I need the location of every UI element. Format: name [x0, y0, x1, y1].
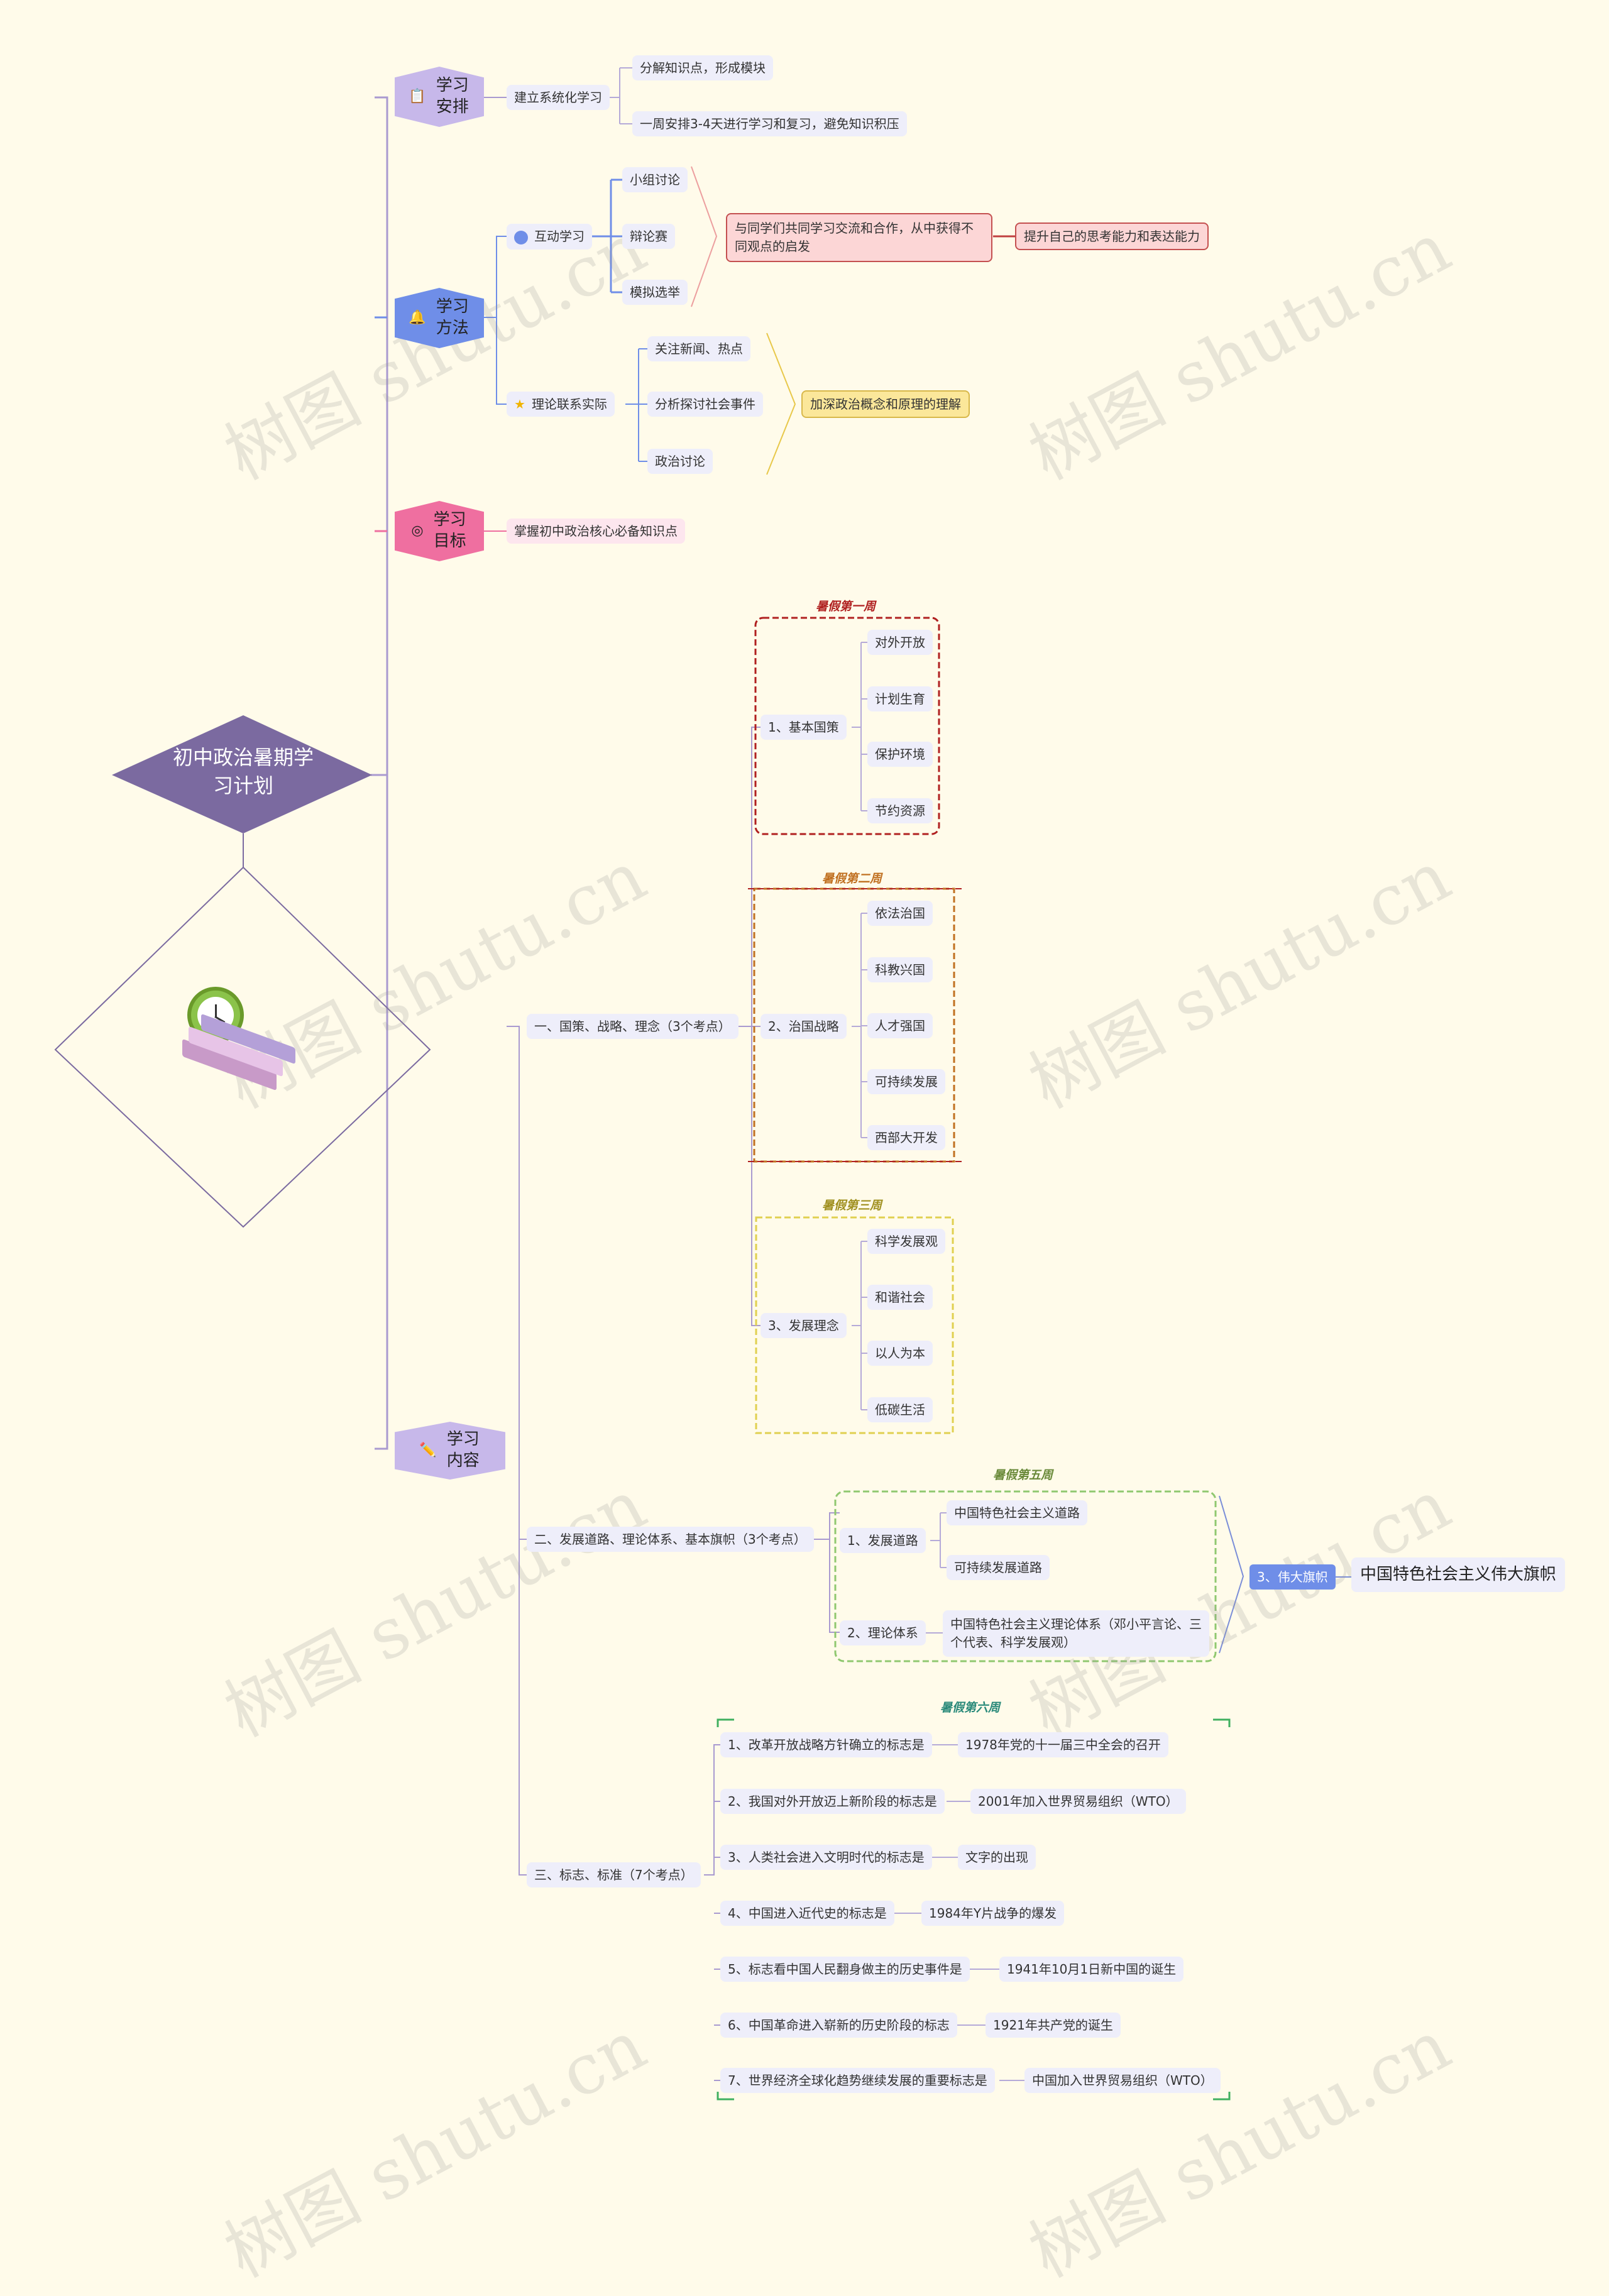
marker-answer[interactable]: 1941年10月1日新中国的诞生 — [999, 1957, 1184, 1982]
group-road[interactable]: 1、发展道路 — [840, 1528, 926, 1553]
marker-answer[interactable]: 1984年Y片战争的爆发 — [921, 1901, 1065, 1926]
week1-label: 暑假第一周 — [816, 600, 876, 613]
chat-icon — [514, 230, 528, 244]
marker-question[interactable]: 2、我国对外开放迈上新阶段的标志是 — [720, 1789, 945, 1814]
road-item[interactable]: 中国特色社会主义道路 — [947, 1500, 1087, 1525]
week5-label: 暑假第五周 — [993, 1468, 1053, 1482]
branch-plan-label: 学习安排 — [436, 76, 469, 116]
branch-method[interactable]: 🔔 学习方法 — [395, 288, 484, 348]
marker-question[interactable]: 4、中国进入近代史的标志是 — [720, 1901, 894, 1926]
marker-question[interactable]: 7、世界经济全球化趋势继续发展的重要标志是 — [720, 2068, 995, 2093]
interactive-item[interactable]: 小组讨论 — [622, 167, 688, 192]
marker-question[interactable]: 1、改革开放战略方针确立的标志是 — [720, 1732, 932, 1757]
marker-answer[interactable]: 文字的出现 — [958, 1845, 1036, 1870]
theory-practice[interactable]: ★理论联系实际 — [507, 392, 615, 417]
pencil-icon: ✏️ — [419, 1442, 437, 1458]
book-stack-icon — [182, 1012, 295, 1094]
week3-label: 暑假第三周 — [822, 1199, 882, 1212]
strategy-item[interactable]: 人才强国 — [867, 1013, 933, 1038]
branch-goal[interactable]: ◎ 学习目标 — [395, 501, 484, 561]
theory-item[interactable]: 关注新闻、热点 — [647, 336, 750, 361]
interactive-learning[interactable]: 互动学习 — [507, 224, 592, 250]
interactive-result[interactable]: 与同学们共同学习交流和合作，从中获得不同观点的启发 — [726, 213, 992, 262]
target-icon: ◎ — [411, 522, 424, 539]
plan-item[interactable]: 一周安排3-4天进行学习和复习，避免知识积压 — [632, 111, 907, 136]
connector-lines — [54, 67, 1351, 2101]
interactive-item[interactable]: 模拟选举 — [622, 280, 688, 305]
branch-goal-label: 学习目标 — [433, 510, 466, 551]
marker-answer[interactable]: 1921年共产党的诞生 — [986, 2013, 1121, 2038]
policy-item[interactable]: 对外开放 — [867, 630, 933, 655]
strategy-item[interactable]: 科教兴国 — [867, 957, 933, 982]
week6-label: 暑假第六周 — [940, 1701, 1001, 1715]
flag-item[interactable]: 中国特色社会主义伟大旗帜 — [1351, 1557, 1566, 1593]
concept-item[interactable]: 和谐社会 — [867, 1285, 933, 1310]
group-strategy[interactable]: 2、治国战略 — [761, 1014, 847, 1039]
theory-result[interactable]: 加深政治概念和原理的理解 — [801, 390, 970, 418]
content-part3[interactable]: 三、标志、标准（7个考点） — [527, 1862, 701, 1887]
marker-question[interactable]: 3、人类社会进入文明时代的标志是 — [720, 1845, 932, 1870]
concept-item[interactable]: 科学发展观 — [867, 1229, 945, 1254]
goal-sub[interactable]: 掌握初中政治核心必备知识点 — [507, 519, 685, 544]
strategy-item[interactable]: 依法治国 — [867, 901, 933, 926]
branch-content-label: 学习内容 — [446, 1430, 480, 1470]
interactive-item[interactable]: 辩论赛 — [622, 224, 675, 249]
group-flag[interactable]: 3、伟大旗帜 — [1249, 1564, 1336, 1590]
interactive-result2[interactable]: 提升自己的思考能力和表达能力 — [1015, 222, 1209, 250]
branch-content[interactable]: ✏️ 学习内容 — [395, 1422, 505, 1480]
theory-system-item[interactable]: 中国特色社会主义理论体系（邓小平言论、三 个代表、科学发展观） — [943, 1610, 1209, 1657]
group-basic-policy[interactable]: 1、基本国策 — [761, 715, 847, 740]
theory-item[interactable]: 政治讨论 — [647, 449, 713, 474]
strategy-item[interactable]: 西部大开发 — [867, 1125, 945, 1150]
concept-item[interactable]: 以人为本 — [867, 1341, 933, 1366]
marker-answer[interactable]: 2001年加入世界贸易组织（WTO） — [970, 1789, 1186, 1814]
road-item[interactable]: 可持续发展道路 — [947, 1555, 1050, 1580]
marker-answer[interactable]: 中国加入世界贸易组织（WTO） — [1024, 2068, 1221, 2093]
week2-label: 暑假第二周 — [822, 872, 882, 886]
marker-question[interactable]: 6、中国革命进入崭新的历史阶段的标志 — [720, 2013, 957, 2038]
theory-item[interactable]: 分析探讨社会事件 — [647, 392, 763, 417]
policy-item[interactable]: 保护环境 — [867, 742, 933, 767]
group-theory-system[interactable]: 2、理论体系 — [840, 1620, 926, 1645]
marker-answer[interactable]: 1978年党的十一届三中全会的召开 — [958, 1732, 1168, 1757]
plan-item[interactable]: 分解知识点，形成模块 — [632, 55, 773, 80]
bell-icon: 🔔 — [409, 309, 426, 326]
content-part1[interactable]: 一、国策、战略、理念（3个考点） — [527, 1014, 739, 1039]
branch-method-label: 学习方法 — [436, 297, 469, 338]
clipboard-icon: 📋 — [409, 88, 426, 104]
root-title[interactable]: 初中政治暑期学习计划 — [172, 745, 314, 798]
strategy-item[interactable]: 可持续发展 — [867, 1069, 945, 1094]
marker-question[interactable]: 5、标志看中国人民翻身做主的历史事件是 — [720, 1957, 970, 1982]
policy-item[interactable]: 计划生育 — [867, 686, 933, 711]
plan-sub[interactable]: 建立系统化学习 — [507, 85, 610, 110]
concept-item[interactable]: 低碳生活 — [867, 1397, 933, 1422]
star-icon: ★ — [514, 397, 525, 412]
branch-plan[interactable]: 📋 学习安排 — [395, 67, 484, 127]
content-part2[interactable]: 二、发展道路、理论体系、基本旗帜（3个考点） — [527, 1527, 814, 1552]
policy-item[interactable]: 节约资源 — [867, 798, 933, 823]
group-concept[interactable]: 3、发展理念 — [761, 1313, 847, 1338]
